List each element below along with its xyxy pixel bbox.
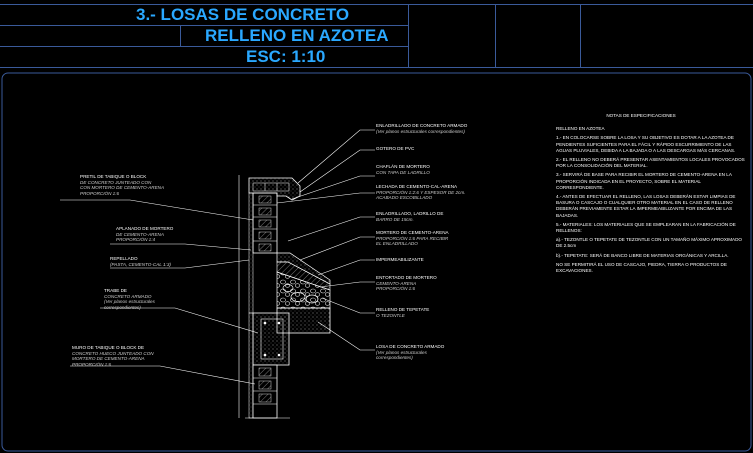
header-frame-bottom [0, 67, 753, 68]
notes-heading: RELLENO EN AZOTEA [556, 126, 605, 132]
header-frame-v3 [495, 4, 496, 67]
header-frame-top [0, 4, 753, 5]
note-item: NO SE PERMITIRÁ EL USO DE CASCAJO, PIEDR… [556, 261, 727, 274]
sheet-frame [1, 72, 752, 452]
label-repellado: REPELLADO(PASTA, CEMENTO-CAL 1:3) [110, 256, 171, 267]
header-frame-v4 [580, 4, 581, 67]
label-gotero: GOTERO DE PVC [376, 146, 415, 151]
notes-title: NOTAS DE ESPECIFICACIONES [606, 113, 676, 118]
drawing-title: 3.- LOSAS DE CONCRETO [136, 5, 350, 24]
header-frame-v2 [408, 4, 409, 67]
note-item: 1.- EN COLOCARSE SOBRE LA LOSA Y SU OBJE… [556, 135, 736, 153]
concrete-beam [248, 312, 290, 419]
note-item: 3.- SERVIRÁ DE BASE PARA RECIBIR EL MORT… [556, 172, 732, 190]
header-frame-row1 [0, 25, 408, 26]
note-item: 4.- ANTES DE EFECTUAR EL RELLENO, LAS LO… [556, 194, 736, 218]
note-item: 2.- EL RELLENO NO DEBERÁ PRESENTAR ASENT… [556, 157, 745, 169]
label-enladrillado-cap: ENLADRILLADO DE CONCRETO ARMADO(Ver plan… [376, 123, 468, 134]
drawing-subtitle: RELLENO EN AZOTEA [205, 26, 389, 45]
header-frame-v1 [180, 25, 181, 46]
leader-lines-left [60, 199, 259, 385]
lower-wall [245, 364, 290, 419]
label-losa: LOSA DE CONCRETO ARMADO(Ver planos estru… [376, 344, 445, 361]
drawing-scale: ESC: 1:10 [246, 47, 326, 66]
label-impermeabilizante: IMPERMEABILIZANTE [376, 257, 424, 262]
coping-cap [248, 177, 301, 201]
header-frame-row2 [0, 46, 408, 47]
leader-lines-right [276, 129, 375, 351]
note-item: b).- TEPETATE: SERÁ DE BANCO LIBRE DE MA… [556, 252, 729, 258]
parapet-wall [248, 192, 278, 314]
note-item: 5.- MATERIALES: LOS MATERIALES QUE SE EM… [556, 221, 736, 234]
note-item: a).- TEZONTLE O TEPETATE DE TEZONTLE CON… [556, 237, 742, 249]
specification-notes: NOTAS DE ESPECIFICACIONES RELLENO EN AZO… [556, 113, 746, 277]
